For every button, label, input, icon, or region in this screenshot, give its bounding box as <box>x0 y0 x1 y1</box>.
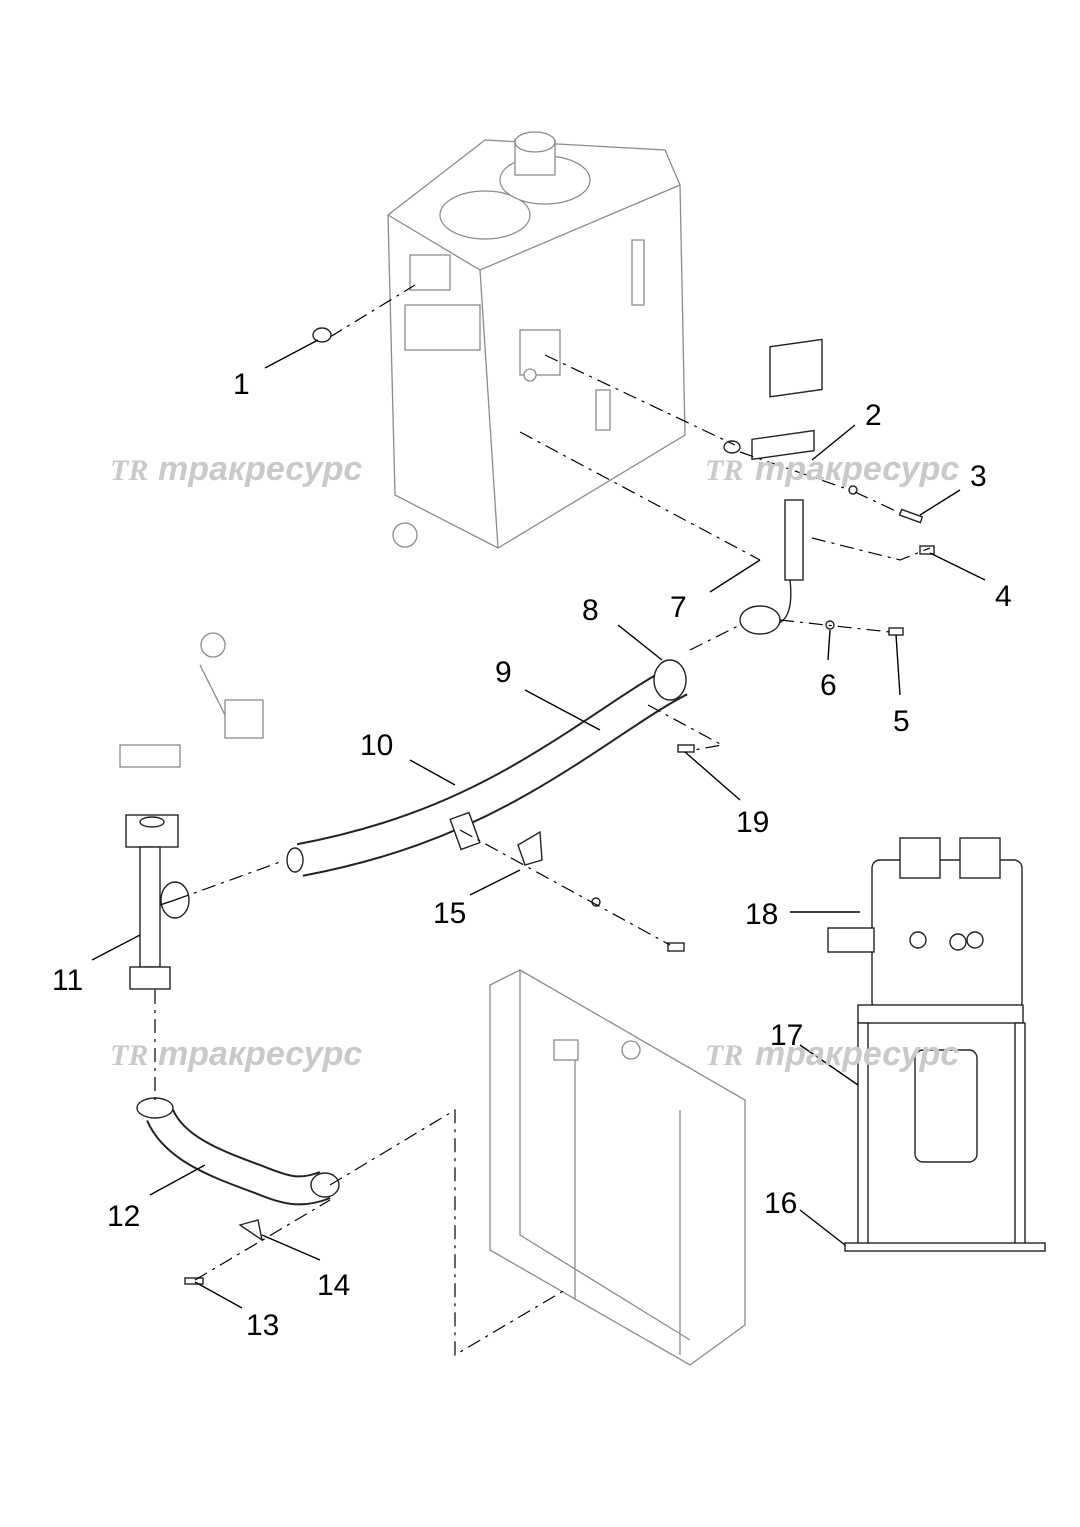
callout-7: 7 <box>670 591 687 624</box>
callout-labels: 1 2 3 4 5 6 7 8 9 10 11 12 13 14 15 16 1… <box>52 368 1012 1342</box>
watermark-text: тракресурс <box>755 450 959 488</box>
callout-9: 9 <box>495 656 512 689</box>
watermark-text: тракресурс <box>755 1035 959 1073</box>
callout-2: 2 <box>865 399 882 432</box>
radiator <box>489 969 746 1366</box>
watermark-logo: TR <box>110 1039 148 1072</box>
callout-11: 11 <box>52 964 83 997</box>
pipe-11 <box>125 814 190 990</box>
callout-19: 19 <box>736 806 769 839</box>
callout-10: 10 <box>360 729 393 762</box>
callout-4: 4 <box>995 580 1012 613</box>
callout-17: 17 <box>770 1019 803 1052</box>
bracket-7 <box>739 338 823 635</box>
callout-12: 12 <box>107 1200 140 1233</box>
callout-14: 14 <box>317 1269 350 1302</box>
watermarks: TR тракресурс TR тракресурс TR тракресур… <box>110 450 959 1073</box>
upper-hose-assembly <box>119 522 418 768</box>
callout-3: 3 <box>970 460 987 493</box>
watermark-logo: TR <box>705 454 743 487</box>
callout-13: 13 <box>246 1309 279 1342</box>
hydraulic-tank <box>387 131 686 549</box>
callout-18: 18 <box>745 898 778 931</box>
hose-12 <box>136 1097 340 1206</box>
callout-15: 15 <box>433 897 466 930</box>
watermark-logo: TR <box>705 1039 743 1072</box>
callout-1: 1 <box>233 368 250 401</box>
assembly-lines <box>154 284 931 1357</box>
watermark-text: тракресурс <box>158 450 362 488</box>
callout-5: 5 <box>893 705 910 738</box>
hose-9 <box>286 659 688 877</box>
callout-16: 16 <box>764 1187 797 1220</box>
watermark-text: тракресурс <box>158 1035 362 1073</box>
callout-8: 8 <box>582 594 599 627</box>
watermark-logo: TR <box>110 454 148 487</box>
callout-6: 6 <box>820 669 837 702</box>
leader-lines <box>91 339 986 1309</box>
valve-assembly <box>827 837 1046 1252</box>
